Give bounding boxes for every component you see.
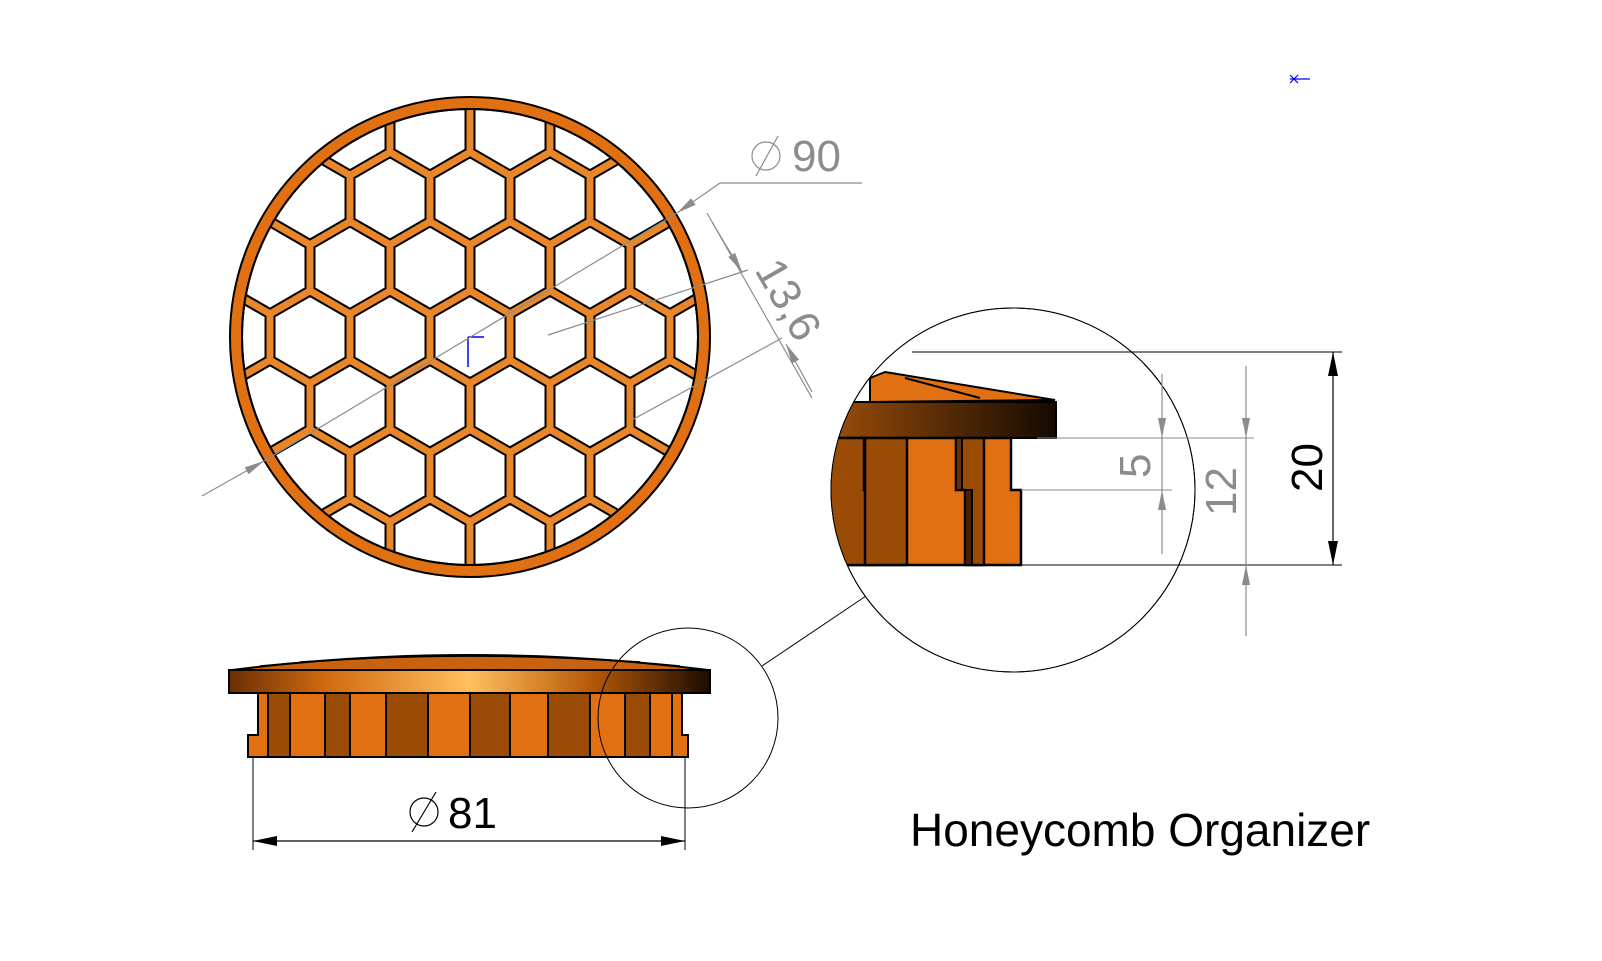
dimension-base-diameter (253, 791, 685, 846)
rib-shade (471, 694, 509, 756)
coordinate-marker-icon (1289, 74, 1310, 84)
detail-view (830, 307, 1196, 673)
total-height-label: 20 (1283, 443, 1332, 492)
side-view (228, 595, 867, 850)
body (247, 692, 689, 758)
drawing-title: Honeycomb Organizer (910, 804, 1370, 856)
outer-diameter-label: 90 (792, 132, 841, 181)
dimension-heights (912, 351, 1342, 636)
step-height-label: 5 (1111, 454, 1160, 478)
hex-walls (242, 109, 698, 565)
dimension-cell-size (547, 212, 813, 421)
base-diameter-label: 81 (448, 789, 497, 838)
honeycomb-grid (242, 109, 698, 565)
rib-shade (549, 694, 589, 756)
rib-shade (626, 694, 649, 756)
cell-size-label: 13,6 (745, 251, 830, 350)
body-height-label: 12 (1197, 467, 1246, 516)
rib-shade (387, 694, 427, 756)
rib-shade (269, 694, 289, 756)
dimension-outer-diameter (201, 135, 862, 497)
detail-callout-circle (597, 627, 779, 809)
flange (228, 669, 711, 694)
rib-shade (326, 694, 349, 756)
